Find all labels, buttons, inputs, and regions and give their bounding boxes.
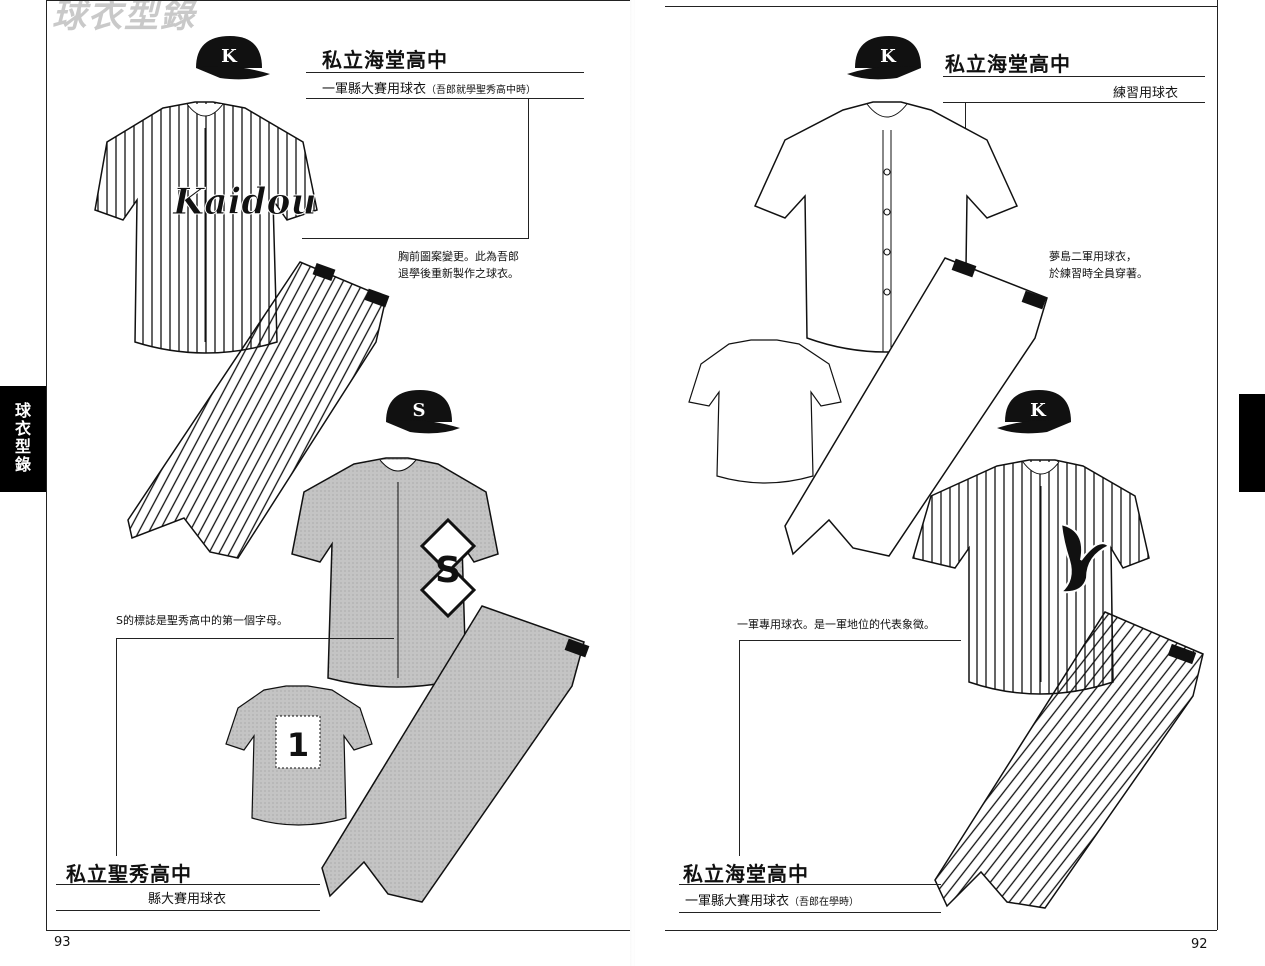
margin-rule (1217, 0, 1218, 930)
heading-rule (943, 102, 1205, 103)
caption-line: 夢島二軍用球衣， (1049, 250, 1137, 263)
gray-jersey: S (291, 457, 499, 688)
cap-logo: S (413, 400, 426, 421)
caption: 一軍專用球衣。是一軍地位的代表象徵。 (737, 618, 935, 631)
left-page: 球衣型錄 球衣型錄 K 私立海堂高中 一軍縣大賽用球衣（吾郎就學聖秀高中時） 胸… (0, 0, 630, 966)
jersey-script: Kaidou (172, 181, 317, 223)
cap-seishu-icon: S (386, 390, 460, 434)
heading-rule (306, 72, 584, 73)
cap-kaidou-icon: K (196, 36, 270, 80)
chest-logo: S (435, 550, 461, 591)
uniform-title: 縣大賽用球衣 (148, 892, 227, 907)
school-name: 私立聖秀高中 (66, 862, 192, 886)
caption: S的標誌是聖秀高中的第一個字母。 (116, 614, 288, 627)
page-gutter (628, 0, 638, 966)
caption-line: 胸前圖案變更。此為吾郎 (398, 250, 519, 263)
side-tab[interactable] (1239, 394, 1265, 492)
cap-kaidou-icon: K (997, 390, 1071, 434)
heading-rule (56, 910, 320, 911)
cap-kaidou-icon: K (847, 36, 921, 80)
callout-line (739, 640, 740, 856)
uniform-title: 一軍縣大賽用球衣（吾郎就學聖秀高中時） (322, 82, 537, 97)
heading-rule (56, 884, 320, 885)
callout-line (528, 98, 529, 238)
uniform-note: （吾郎在學時） (789, 897, 860, 908)
white-pants (784, 257, 1048, 557)
side-tab-label: 球衣型錄 (14, 401, 31, 474)
cap-logo: K (880, 46, 897, 67)
uniform-title: 一軍縣大賽用球衣（吾郎在學時） (685, 894, 860, 909)
heading-rule (943, 76, 1205, 77)
right-page: K 私立海堂高中 練習用球衣 夢島二軍用球衣， 於練習時全員穿著。 K 一軍專用… (635, 0, 1265, 966)
uniform-title: 練習用球衣 (1113, 86, 1179, 101)
top-rule (46, 0, 630, 1)
pinstripe-pants (934, 611, 1204, 909)
heading-rule (306, 98, 584, 99)
cap-logo: K (1030, 400, 1047, 421)
page-number: 92 (1191, 937, 1208, 952)
uniform-note: （吾郎就學聖秀高中時） (426, 85, 537, 96)
school-name: 私立海堂高中 (683, 862, 809, 886)
caption-line: 退學後重新製作之球衣。 (398, 267, 519, 280)
callout-line (116, 638, 117, 856)
bottom-rule (46, 930, 630, 931)
margin-rule (46, 0, 47, 930)
white-jersey-back (688, 339, 842, 484)
section-title: 球衣型錄 (52, 0, 196, 36)
school-name: 私立海堂高中 (945, 52, 1071, 76)
bottom-rule (665, 930, 1217, 931)
top-rule (665, 6, 1217, 7)
heading-rule (679, 912, 941, 913)
pinstripe-jersey: Kaidou (94, 101, 318, 354)
callout-line (302, 238, 529, 239)
side-tab[interactable]: 球衣型錄 (0, 386, 46, 492)
pinstripe-pants (127, 261, 390, 559)
cap-logo: K (221, 46, 238, 67)
back-number: 1 (287, 726, 309, 764)
caption-line: 於練習時全員穿著。 (1049, 267, 1148, 280)
gray-jersey-back: 1 (225, 685, 373, 826)
school-name: 私立海堂高中 (322, 48, 448, 72)
page-number: 93 (54, 935, 71, 950)
callout-line (739, 640, 961, 641)
gray-pants (321, 605, 590, 903)
heading-rule (679, 884, 941, 885)
callout-line (116, 638, 394, 639)
